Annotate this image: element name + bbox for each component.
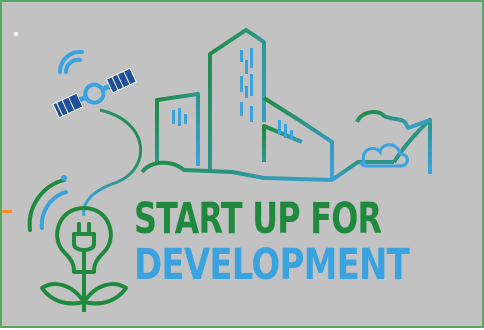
buildings-icon [140, 28, 432, 182]
plant-leaves-icon [40, 272, 128, 312]
cloud-icon [359, 143, 409, 168]
orange-edge-mark [2, 210, 12, 213]
satellite-signal-icon [57, 49, 84, 74]
white-dot [14, 32, 18, 36]
title-line-start-up-for: START UP FOR [134, 194, 382, 244]
title-line-development: DEVELOPMENT [134, 240, 410, 290]
wifi-signal-icon [27, 175, 68, 232]
satellite-icon [52, 67, 137, 119]
plug-icon [55, 206, 113, 274]
